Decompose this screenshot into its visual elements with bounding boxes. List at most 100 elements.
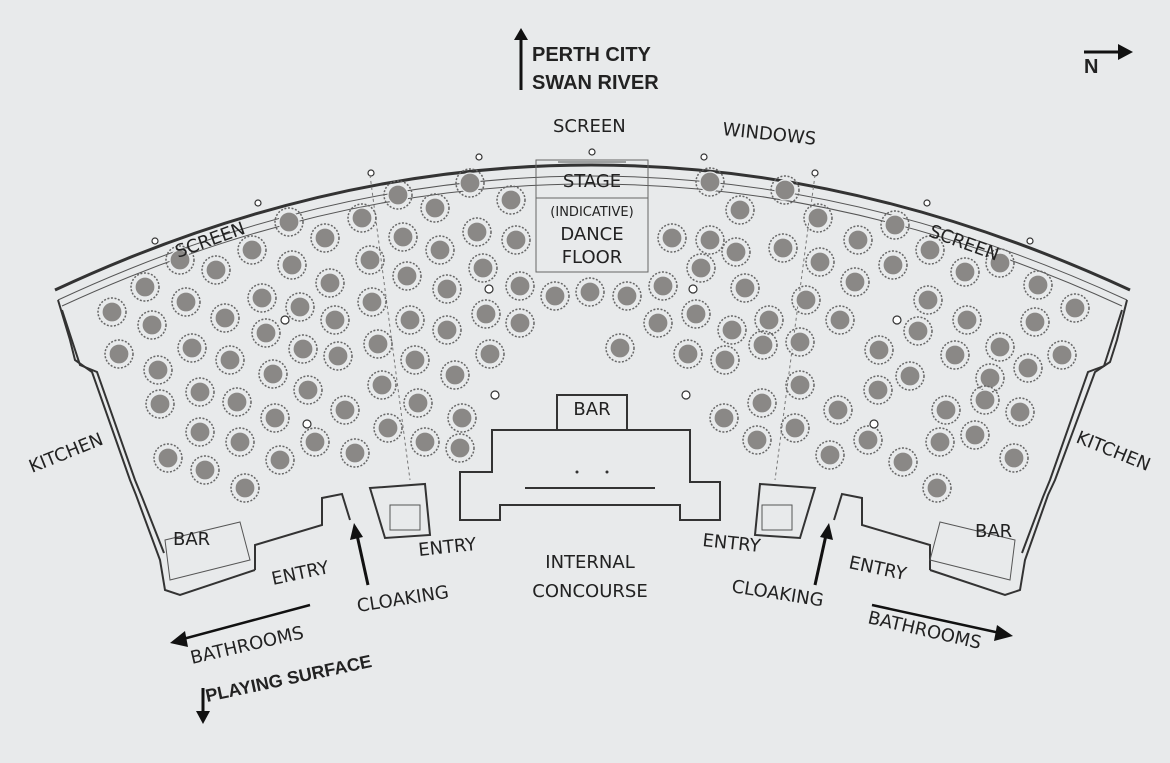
round-table — [288, 334, 318, 364]
cloaking-left-label: CLOAKING — [355, 582, 450, 617]
round-table — [225, 427, 255, 457]
round-table — [915, 235, 945, 265]
concourse-line2-label: CONCOURSE — [532, 581, 647, 602]
round-table — [770, 175, 800, 205]
round-table — [340, 438, 370, 468]
round-table — [300, 427, 330, 457]
round-table — [190, 455, 220, 485]
floor-label: FLOOR — [562, 247, 623, 268]
round-table — [710, 345, 740, 375]
round-table — [805, 247, 835, 277]
round-table — [612, 281, 642, 311]
round-table — [258, 359, 288, 389]
window-facade — [54, 148, 1131, 307]
round-table — [940, 340, 970, 370]
round-table — [903, 316, 933, 346]
round-table — [447, 403, 477, 433]
round-table — [143, 355, 173, 385]
round-table — [673, 339, 703, 369]
round-table — [347, 203, 377, 233]
venue-walls — [57, 299, 1128, 597]
round-table — [274, 207, 304, 237]
round-table — [247, 283, 277, 313]
round-table — [975, 363, 1005, 393]
compass-n-label: N — [1084, 56, 1098, 78]
round-table — [863, 375, 893, 405]
round-table — [277, 250, 307, 280]
round-table — [717, 315, 747, 345]
round-table — [185, 377, 215, 407]
round-table — [355, 245, 385, 275]
round-table — [754, 305, 784, 335]
round-table — [1060, 293, 1090, 323]
entry-far-left-label: ENTRY — [270, 557, 332, 590]
round-table — [201, 255, 231, 285]
round-table — [725, 195, 755, 225]
round-table — [1023, 270, 1053, 300]
arrow-left-icon — [170, 603, 311, 647]
round-table — [323, 341, 353, 371]
round-table — [462, 217, 492, 247]
round-table — [145, 389, 175, 419]
round-table — [742, 425, 772, 455]
perth-city-label: PERTH CITY — [532, 44, 652, 66]
round-table — [1020, 307, 1050, 337]
round-table — [730, 273, 760, 303]
round-table — [925, 427, 955, 457]
round-table — [540, 281, 570, 311]
round-table — [505, 271, 535, 301]
round-table — [210, 303, 240, 333]
round-table — [293, 375, 323, 405]
round-table — [468, 253, 498, 283]
round-table — [395, 305, 425, 335]
round-table — [153, 443, 183, 473]
concourse-line1-label: INTERNAL — [545, 552, 634, 573]
dance-floor — [535, 197, 649, 273]
round-table — [643, 308, 673, 338]
round-table — [825, 305, 855, 335]
round-table — [648, 271, 678, 301]
kitchen-right-label: KITCHEN — [1073, 427, 1153, 476]
round-table — [1005, 397, 1035, 427]
round-table — [97, 297, 127, 327]
round-table — [815, 440, 845, 470]
round-table — [260, 403, 290, 433]
windows-label: WINDOWS — [721, 119, 817, 150]
round-table — [1013, 353, 1043, 383]
round-table — [970, 385, 1000, 415]
round-table — [410, 427, 440, 457]
round-table — [695, 225, 725, 255]
round-table — [864, 335, 894, 365]
tables-group — [97, 167, 1090, 503]
entry-left-label: ENTRY — [417, 534, 478, 561]
round-table — [843, 225, 873, 255]
round-table — [230, 473, 260, 503]
round-table — [853, 425, 883, 455]
round-table — [165, 245, 195, 275]
bathrooms-right-label: BATHROOMS — [866, 607, 983, 653]
screen-center-label: SCREEN — [553, 116, 626, 137]
round-table — [575, 277, 605, 307]
round-table — [285, 292, 315, 322]
bar-center-label: BAR — [573, 399, 610, 420]
round-table — [392, 261, 422, 291]
round-table — [383, 180, 413, 210]
round-table — [657, 223, 687, 253]
arrow-up-icon — [514, 28, 528, 90]
round-table — [748, 330, 778, 360]
round-table — [999, 443, 1029, 473]
round-table — [171, 287, 201, 317]
round-table — [432, 274, 462, 304]
entry-right-label: ENTRY — [701, 530, 762, 557]
round-table — [215, 345, 245, 375]
round-table — [913, 285, 943, 315]
screen-right-label: SCREEN — [926, 221, 1002, 266]
round-table — [420, 193, 450, 223]
round-table — [721, 237, 751, 267]
round-table — [960, 420, 990, 450]
round-table — [310, 223, 340, 253]
round-table — [686, 253, 716, 283]
round-table — [888, 447, 918, 477]
round-table — [785, 327, 815, 357]
round-table — [251, 318, 281, 348]
